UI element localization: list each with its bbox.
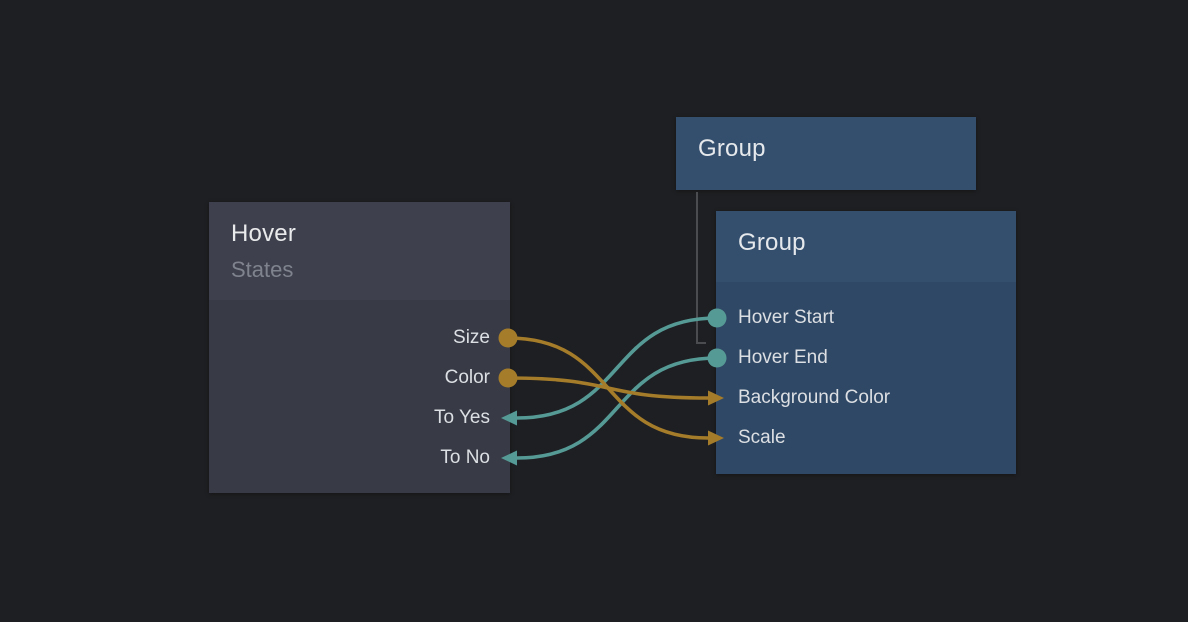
port-label: To Yes (434, 407, 490, 428)
port-label: Scale (738, 427, 786, 448)
node-header[interactable]: Group (716, 211, 1016, 282)
port-background-color[interactable]: Background Color (716, 384, 1016, 412)
port-label: Size (453, 327, 490, 348)
wire-hover-end-to-no[interactable] (515, 356, 719, 460)
hierarchy-connector-line (696, 192, 706, 344)
port-hover-end[interactable]: Hover End (716, 344, 1016, 372)
node-header[interactable]: Group (676, 117, 976, 190)
port-scale[interactable]: Scale (716, 424, 1016, 452)
wire-color-to-background-color[interactable] (506, 376, 710, 400)
wire-size-to-scale[interactable] (506, 336, 710, 440)
node-title: Group (738, 229, 806, 256)
wire-hover-start-to-yes[interactable] (515, 316, 719, 420)
port-label: Hover Start (738, 307, 835, 328)
node-title: Group (698, 135, 766, 162)
port-to-no[interactable]: To No (209, 444, 510, 472)
port-label: Color (444, 367, 490, 388)
port-color[interactable]: Color (209, 364, 510, 392)
port-size[interactable]: Size (209, 324, 510, 352)
port-label: To No (440, 447, 490, 468)
node-subtitle: States (231, 257, 294, 282)
port-hover-start[interactable]: Hover Start (716, 304, 1016, 332)
port-label: Background Color (738, 387, 891, 408)
node-group-parent[interactable]: Group (676, 117, 976, 190)
node-title: Hover (231, 220, 297, 247)
port-label: Hover End (738, 347, 828, 368)
port-to-yes[interactable]: To Yes (209, 404, 510, 432)
